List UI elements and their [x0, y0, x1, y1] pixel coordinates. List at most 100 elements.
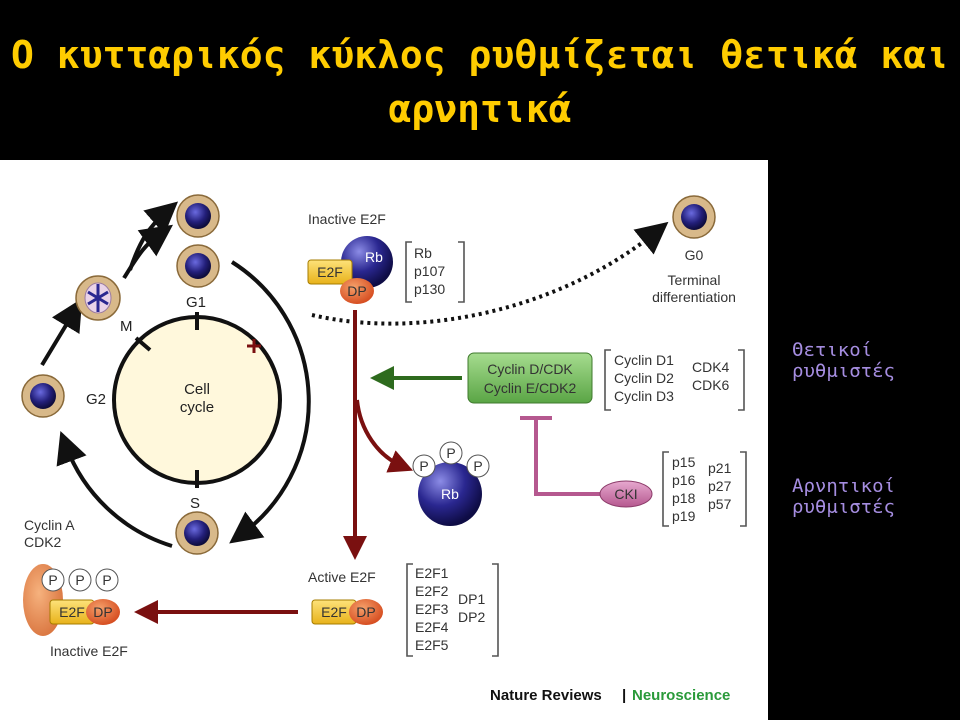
- p-bottom-3: [95, 568, 119, 592]
- cyclin-cdk-box: [467, 352, 593, 404]
- dp1: DP1: [458, 591, 485, 607]
- e2f-top-label: E2F: [317, 264, 343, 280]
- p-bottom-2-label: P: [75, 572, 84, 588]
- arrow-g2-to-m: [40, 298, 83, 367]
- cki-label: CKI: [614, 486, 637, 502]
- phase-m-label: M: [120, 318, 133, 335]
- inactive-e2f-bottom-title: Inactive E2F: [50, 643, 128, 659]
- cyclin-bracket-left: [604, 349, 611, 411]
- cell-mitosis: [75, 275, 121, 321]
- p-bottom-1-label: P: [48, 572, 57, 588]
- phase-g1-label: G1: [186, 294, 206, 311]
- cell-cycle-diagram: Cell cycle G1 S G2 M G0 Terminal differe…: [21, 194, 747, 704]
- cyclin-cdk-line1: Cyclin D/CDK: [487, 361, 573, 377]
- cyclin-d2: Cyclin D2: [614, 370, 674, 386]
- positive-regulators-label: Θετικοί ρυθμιστές: [792, 340, 960, 382]
- e2f-bottom-label: E2F: [59, 604, 85, 620]
- g0-label: G0: [685, 247, 704, 263]
- slide-title: Ο κυτταρικός κύκλος ρυθμίζεται θετικά κα…: [0, 28, 960, 136]
- cell-g1: [176, 244, 220, 288]
- arrow-g1-to-s: [229, 260, 311, 544]
- inactive-e2f-top-title: Inactive E2F: [308, 211, 386, 227]
- slide-title-line1: Ο κυτταρικός κύκλος ρυθμίζεται θετικά κα…: [11, 33, 949, 77]
- e2f-active-label: E2F: [321, 604, 347, 620]
- e2f2: E2F2: [415, 583, 449, 599]
- rb-protein: [341, 236, 393, 288]
- cki-bracket-left: [662, 451, 669, 527]
- pocket-rb: Rb: [414, 245, 432, 261]
- dp-bottom: [86, 599, 120, 625]
- cki-inhibition-line: [534, 418, 600, 496]
- g0-desc-2: differentiation: [652, 289, 736, 305]
- arrow-rb-phosphorylation: [355, 399, 414, 473]
- cdk4: CDK4: [692, 359, 730, 375]
- cki-p15: p15: [672, 454, 696, 470]
- pocket-bracket-left: [405, 241, 412, 303]
- negative-regulators-line1: Αρνητικοί: [792, 475, 895, 497]
- negative-regulators-label: Αρνητικοί ρυθμιστές: [792, 476, 960, 518]
- active-e2f-title: Active E2F: [308, 569, 376, 585]
- tick-m: [134, 336, 152, 352]
- arrow-to-g0: [311, 221, 669, 326]
- cyclin-cdk-line2: Cyclin E/CDK2: [484, 380, 577, 396]
- credit-journal: Nature Reviews: [490, 687, 602, 704]
- rbp-p2: P: [446, 445, 455, 461]
- cki-p18: p18: [672, 490, 696, 506]
- rbp-p3: P: [473, 458, 482, 474]
- cell-g0: [672, 195, 716, 239]
- rb-protein-label: Rb: [365, 249, 383, 265]
- cell-cycle-label-2: cycle: [180, 399, 214, 416]
- cyclin-d1: Cyclin D1: [614, 352, 674, 368]
- credit-field: Neuroscience: [632, 687, 730, 704]
- e2f-box-top: [307, 259, 353, 285]
- cki-p27: p27: [708, 478, 732, 494]
- cell-g2: [21, 374, 65, 418]
- pocket-p130: p130: [414, 281, 445, 297]
- p-bottom-2: [68, 568, 92, 592]
- cdk2-label: CDK2: [24, 534, 62, 550]
- p-bottom-3-label: P: [102, 572, 111, 588]
- cki-p57: p57: [708, 496, 732, 512]
- e2f3: E2F3: [415, 601, 449, 617]
- e2f1: E2F1: [415, 565, 449, 581]
- cell-g1-top: [176, 194, 220, 238]
- dp-bottom-label: DP: [93, 604, 112, 620]
- cki-p21: p21: [708, 460, 732, 476]
- cyclin-d3: Cyclin D3: [614, 388, 674, 404]
- cyclin-a-label: Cyclin A: [24, 517, 75, 533]
- arrow-m-to-g1-top: [128, 201, 179, 271]
- dp-top-label: DP: [347, 283, 366, 299]
- cki-bracket-right: [740, 451, 747, 527]
- e2f5: E2F5: [415, 637, 449, 653]
- rbp-label: Rb: [441, 486, 459, 502]
- pocket-bracket-right: [458, 241, 465, 303]
- cdk6: CDK6: [692, 377, 730, 393]
- rbp-p1: P: [419, 458, 428, 474]
- cki-p16: p16: [672, 472, 696, 488]
- g0-desc-1: Terminal: [668, 272, 721, 288]
- rb-phosphorylated: Rb P P P: [412, 441, 490, 526]
- arrow-m-to-g1-bottom: [122, 224, 174, 280]
- e2f-family-bracket-left: [406, 563, 413, 657]
- outer-cycle-arrows: [40, 201, 311, 548]
- cyclin-bracket-right: [738, 349, 745, 411]
- credit-separator: |: [622, 687, 626, 704]
- dp2: DP2: [458, 609, 485, 625]
- slide-title-line2: αρνητικά: [388, 87, 572, 131]
- e2f4: E2F4: [415, 619, 449, 635]
- cki-p19: p19: [672, 508, 696, 524]
- positive-regulators-line1: Θετικοί: [792, 339, 873, 361]
- phase-g2-label: G2: [86, 391, 106, 408]
- cell-s: [175, 511, 219, 555]
- dp-active-label: DP: [356, 604, 375, 620]
- diagram-panel: Cell cycle G1 S G2 M G0 Terminal differe…: [0, 160, 768, 720]
- negative-regulators-line2: ρυθμιστές: [792, 496, 895, 518]
- dp-active: [349, 599, 383, 625]
- phase-s-label: S: [190, 495, 200, 512]
- e2f-family-bracket-right: [492, 563, 499, 657]
- p-bottom-1: [41, 568, 65, 592]
- inner-cycle: Cell cycle: [112, 312, 282, 488]
- cell-cycle-label-1: Cell: [184, 381, 210, 398]
- pocket-p107: p107: [414, 263, 445, 279]
- positive-regulators-line2: ρυθμιστές: [792, 360, 895, 382]
